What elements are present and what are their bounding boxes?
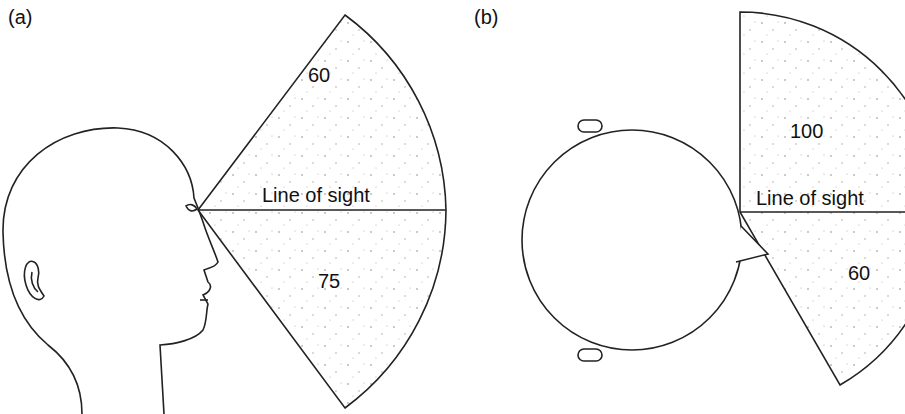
angle-value: 60 (308, 64, 330, 86)
panel-label: (a) (8, 6, 32, 28)
axis-label: Line of sight (756, 187, 864, 209)
head-top-view (522, 120, 768, 361)
axis-label: Line of sight (262, 184, 370, 206)
panel-label: (b) (474, 6, 498, 28)
angle-value: 60 (848, 262, 870, 284)
vertical-field-sector (198, 15, 446, 408)
head-profile (3, 128, 218, 414)
angle-value: 100 (790, 120, 823, 142)
angle-value: 75 (318, 270, 340, 292)
horizontal-field-sector (740, 12, 905, 385)
